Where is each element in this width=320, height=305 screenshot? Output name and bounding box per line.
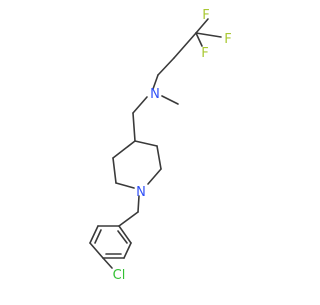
chlorine-label: Cl bbox=[113, 268, 126, 283]
bond-pip-2 bbox=[112, 157, 117, 184]
bond-ethyl-2 bbox=[118, 211, 139, 227]
bond-pip-1 bbox=[112, 140, 136, 159]
bond-pip-3 bbox=[115, 182, 135, 189]
fluorine-label-bottom: F bbox=[201, 46, 208, 61]
bond-pip-5 bbox=[156, 145, 162, 170]
bond-c-f3 bbox=[195, 32, 203, 47]
bond-ar-2 bbox=[89, 225, 99, 244]
bond-ar-3 bbox=[89, 242, 104, 259]
atom-labels: F F F N N Cl bbox=[113, 8, 232, 283]
fluorine-label-right: F bbox=[224, 32, 231, 47]
bond-skeleton bbox=[89, 18, 222, 269]
bond-ar-double-1 bbox=[94, 229, 102, 244]
bond-ethyl-1 bbox=[137, 195, 140, 213]
bond-chain-1 bbox=[173, 32, 197, 59]
nitrogen-ring-label: N bbox=[136, 185, 146, 200]
bond-ar-cl bbox=[102, 257, 113, 269]
bond-pip-4 bbox=[147, 168, 162, 185]
bond-n-methyl bbox=[161, 95, 179, 105]
nitrogen-label: N bbox=[150, 87, 160, 102]
bond-ar-double-3 bbox=[117, 230, 128, 244]
molecule-structure: F F F N N Cl bbox=[89, 8, 232, 283]
molecule-drawing: F F F N N Cl bbox=[89, 8, 232, 283]
bond-n-ch2 bbox=[132, 96, 148, 114]
bond-ar-5 bbox=[123, 242, 132, 259]
bond-ch2-ring bbox=[132, 112, 136, 142]
fluorine-label-top: F bbox=[202, 8, 209, 23]
bond-ar-6 bbox=[118, 225, 132, 244]
bond-chain-3 bbox=[152, 74, 159, 90]
bond-chain-2 bbox=[157, 57, 175, 76]
bond-c-f2 bbox=[195, 32, 222, 38]
bond-c-f1 bbox=[195, 18, 209, 34]
bond-pip-6 bbox=[134, 140, 158, 147]
